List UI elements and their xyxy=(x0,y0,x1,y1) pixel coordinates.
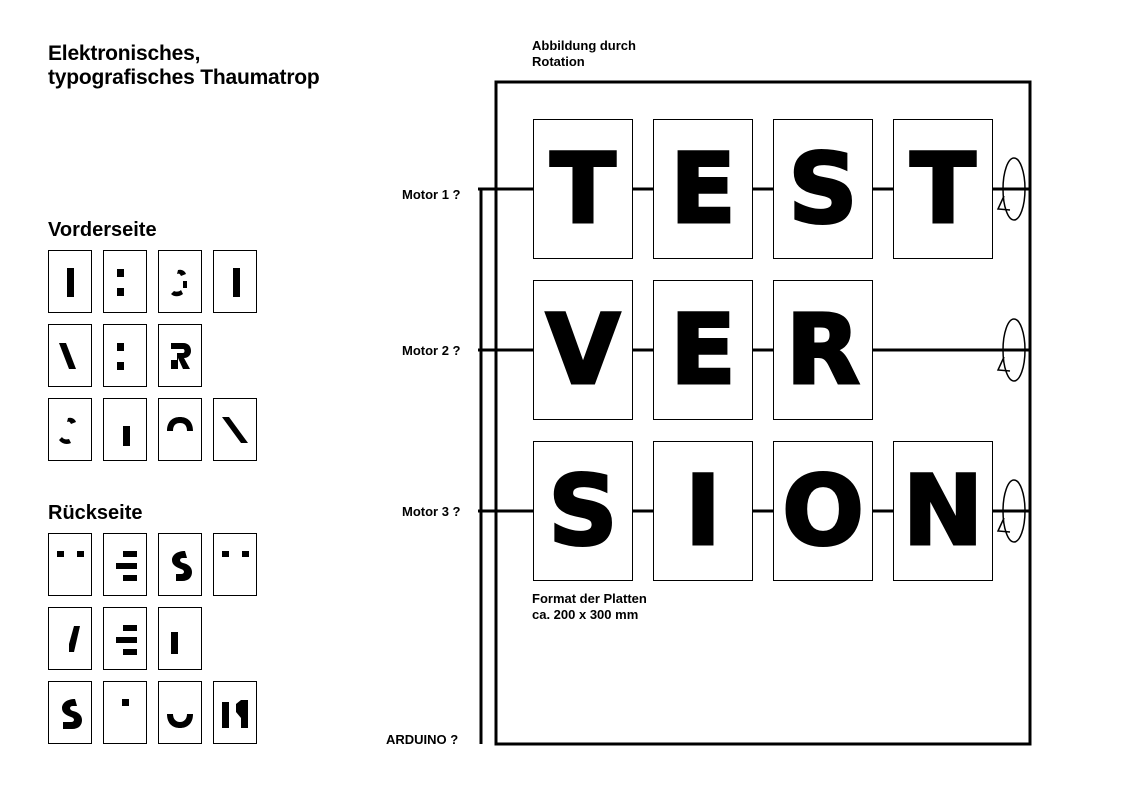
rotation-label-line: Abbildung durch xyxy=(532,38,636,53)
tile-back-V xyxy=(48,607,92,670)
motor-label-3: Motor 3 ? xyxy=(402,504,461,519)
tile-back-E xyxy=(103,607,147,670)
motor-label-2: Motor 2 ? xyxy=(402,343,461,358)
letter-plate: E xyxy=(653,119,753,259)
letter-plate: T xyxy=(893,119,993,259)
tile-front-R xyxy=(158,324,202,387)
rotation-arrow-icon xyxy=(996,157,1026,221)
page-title: Elektronisches, typografisches Thaumatro… xyxy=(48,42,320,90)
letter-plate: S xyxy=(773,119,873,259)
format-label: Format der Platten ca. 200 x 300 mm xyxy=(532,591,647,623)
plate-letter: V xyxy=(544,294,621,406)
motor-label-1: Motor 1 ? xyxy=(402,187,461,202)
plate-letter: E xyxy=(669,294,738,406)
tile-front-E xyxy=(103,250,147,313)
tile-front-T xyxy=(48,250,92,313)
letter-plate: S xyxy=(533,441,633,581)
letter-plate: N xyxy=(893,441,993,581)
plate-letter: T xyxy=(909,133,978,245)
plate-letter: I xyxy=(684,455,723,567)
rotation-arrow-icon xyxy=(996,479,1026,543)
rotation-label: Abbildung durch Rotation xyxy=(532,38,636,70)
format-label-line: Format der Platten xyxy=(532,591,647,606)
plate-letter: E xyxy=(669,133,738,245)
tile-back-N xyxy=(213,681,257,744)
letter-plate: E xyxy=(653,280,753,420)
letter-plate: V xyxy=(533,280,633,420)
front-heading: Vorderseite xyxy=(48,219,157,241)
plate-letter: T xyxy=(549,133,618,245)
tile-back-S xyxy=(158,533,202,596)
tile-front-S xyxy=(158,250,202,313)
format-label-line: ca. 200 x 300 mm xyxy=(532,607,639,622)
back-heading: Rückseite xyxy=(48,502,143,524)
rotation-arrow-icon xyxy=(996,318,1026,382)
tile-back-T xyxy=(213,533,257,596)
tile-front-N xyxy=(213,398,257,461)
tile-back-E xyxy=(103,533,147,596)
tile-front-O xyxy=(158,398,202,461)
frame xyxy=(494,80,1032,746)
tile-front-V xyxy=(48,324,92,387)
plate-letter: R xyxy=(785,294,862,406)
tile-front-S xyxy=(48,398,92,461)
tile-front-E xyxy=(103,324,147,387)
title-line: typografisches Thaumatrop xyxy=(48,66,320,89)
tile-back-R xyxy=(158,607,202,670)
arduino-label: ARDUINO ? xyxy=(386,732,459,747)
plate-letter: N xyxy=(901,455,984,567)
tile-back-T xyxy=(48,533,92,596)
tile-back-I xyxy=(103,681,147,744)
plate-letter: O xyxy=(781,455,866,567)
plate-letter: S xyxy=(547,455,619,567)
letter-plate: I xyxy=(653,441,753,581)
tile-front-T xyxy=(213,250,257,313)
tile-front-I xyxy=(103,398,147,461)
title-line: Elektronisches, xyxy=(48,42,201,65)
letter-plate: O xyxy=(773,441,873,581)
tile-back-S xyxy=(48,681,92,744)
tile-back-O xyxy=(158,681,202,744)
letter-plate: R xyxy=(773,280,873,420)
plate-letter: S xyxy=(787,133,859,245)
rotation-label-line: Rotation xyxy=(532,54,585,69)
letter-plate: T xyxy=(533,119,633,259)
